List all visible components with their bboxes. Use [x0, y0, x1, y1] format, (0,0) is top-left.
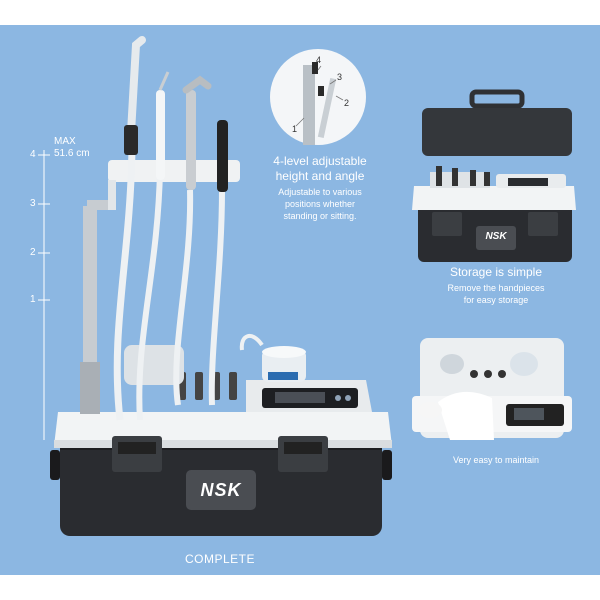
storage-desc-line1: Remove the handpieces	[447, 283, 545, 293]
complete-caption: COMPLETE	[184, 552, 255, 566]
ruler-tick-3: 3	[30, 198, 36, 209]
main-unit	[50, 36, 392, 536]
adjust-title-line2: height and angle	[275, 169, 365, 183]
maintenance-photo	[412, 338, 572, 440]
ruler-tick-2: 2	[30, 247, 36, 258]
maintain-caption: Very easy to maintain	[452, 455, 540, 465]
level-1-label: 1	[292, 124, 298, 134]
adjust-inset	[270, 49, 366, 145]
ruler-max-value: 51.6 cm	[54, 148, 90, 159]
nsk-small-logo: NSK	[485, 231, 507, 242]
ruler-tick-1: 1	[30, 294, 36, 305]
height-ruler	[38, 150, 50, 440]
adjust-desc-line3: standing or sitting.	[283, 211, 357, 221]
storage-title: Storage is simple	[449, 265, 543, 279]
nsk-logo: NSK	[200, 480, 242, 500]
storage-desc-line2: for easy storage	[463, 295, 529, 305]
ruler-max-label: MAX	[54, 136, 76, 147]
adjust-title-line1: 4-level adjustable	[273, 154, 367, 168]
level-2-label: 2	[344, 98, 350, 108]
level-4-label: 4	[316, 55, 322, 65]
adjust-desc-line2: positions whether	[284, 199, 356, 209]
storage-case	[412, 89, 576, 262]
level-3-label: 3	[337, 72, 343, 82]
ruler-tick-4: 4	[30, 149, 36, 160]
adjust-desc-line1: Adjustable to various	[278, 187, 362, 197]
